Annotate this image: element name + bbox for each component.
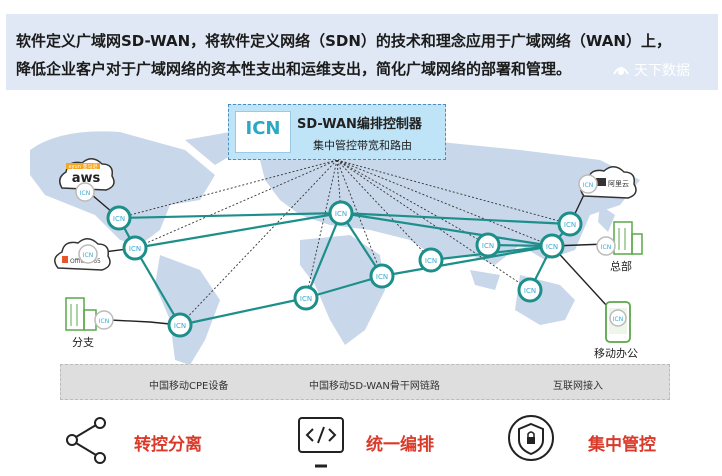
- svg-text:ICN: ICN: [83, 252, 93, 259]
- svg-text:ICN: ICN: [601, 244, 611, 251]
- svg-text:ICN: ICN: [129, 245, 141, 253]
- watermark-logo-icon: [613, 67, 629, 75]
- aws-badge: eyun 亚马逊: [69, 163, 98, 170]
- aws-cpe-node[interactable]: ICN: [75, 182, 95, 202]
- cpe-node[interactable]: ICN: [369, 263, 395, 289]
- cpe-node[interactable]: ICN: [328, 200, 354, 226]
- cpe-node[interactable]: ICN: [557, 211, 583, 237]
- svg-text:ICN: ICN: [99, 318, 109, 325]
- icn-logo-text: ICN: [245, 118, 281, 139]
- legend-backbone-label: 中国移动SD-WAN骨干网链路: [309, 381, 440, 392]
- legend-cpe-label: 中国移动CPE设备: [149, 381, 229, 392]
- mobile-label: 移动办公: [594, 347, 638, 360]
- svg-text:ICN: ICN: [113, 215, 125, 223]
- svg-text:ICN: ICN: [376, 273, 388, 281]
- mobile-cpe-node[interactable]: ICN: [609, 309, 627, 327]
- svg-text:ICN: ICN: [174, 322, 186, 330]
- office-cpe-node[interactable]: ICN: [78, 244, 98, 264]
- cpe-node[interactable]: ICN: [539, 233, 565, 259]
- header-banner: 软件定义广域网SD-WAN，将软件定义网络（SDN）的技术和理念应用于广域网络（…: [6, 14, 718, 90]
- hq-building-icon: [613, 221, 643, 255]
- svg-text:ICN: ICN: [613, 316, 623, 323]
- svg-text:ICN: ICN: [80, 190, 90, 197]
- header-line-2: 降低企业客户对于广域网络的资本性支出和运维支出，简化广域网络的部署和管理。: [16, 60, 572, 78]
- aws-label: aws: [72, 171, 101, 186]
- controller-subtitle: 集中管控带宽和路由: [313, 139, 412, 152]
- branch-label: 分支: [72, 336, 94, 349]
- branch-cpe-node[interactable]: ICN: [94, 310, 114, 330]
- svg-text:ICN: ICN: [482, 242, 494, 250]
- cpe-node[interactable]: ICN: [517, 277, 543, 303]
- svg-text:ICN: ICN: [546, 243, 558, 251]
- svg-text:ICN: ICN: [583, 182, 593, 189]
- code-screen-icon: [298, 417, 344, 468]
- icn-logo-icon: ICN: [235, 111, 291, 153]
- aliyun-cpe-node[interactable]: ICN: [578, 174, 598, 194]
- share-nodes-icon: [66, 417, 106, 464]
- svg-text:ICN: ICN: [425, 257, 437, 265]
- cpe-node[interactable]: ICN: [122, 235, 148, 261]
- feature-label-centralized: 集中管控: [588, 435, 656, 455]
- watermark-text: 天下数据: [634, 63, 690, 79]
- svg-text:ICN: ICN: [524, 287, 536, 295]
- cpe-node[interactable]: ICN: [418, 247, 444, 273]
- branch-building-icon: [65, 297, 97, 331]
- cpe-node[interactable]: ICN: [106, 205, 132, 231]
- hq-cpe-node[interactable]: ICN: [596, 236, 616, 256]
- feature-label-orchestration: 统一编排: [366, 435, 434, 455]
- cpe-nodes: ICN ICN ICN ICN ICN ICN ICN ICN ICN ICN …: [106, 200, 583, 338]
- feature-label-separation: 转控分离: [134, 435, 202, 455]
- cpe-node[interactable]: ICN: [475, 232, 501, 258]
- aliyun-label: 阿里云: [608, 179, 629, 188]
- controller-title: SD-WAN编排控制器: [297, 117, 422, 132]
- svg-text:ICN: ICN: [335, 210, 347, 218]
- svg-text:ICN: ICN: [564, 221, 576, 229]
- legend: 中国移动CPE设备 中国移动SD-WAN骨干网链路 互联网接入: [60, 364, 670, 400]
- sdwan-controller-box[interactable]: ICN SD-WAN编排控制器 集中管控带宽和路由: [228, 104, 446, 160]
- cpe-node[interactable]: ICN: [167, 312, 193, 338]
- cpe-node[interactable]: ICN: [293, 285, 319, 311]
- shield-lock-icon: [508, 415, 554, 461]
- header-line-1: 软件定义广域网SD-WAN，将软件定义网络（SDN）的技术和理念应用于广域网络（…: [16, 32, 671, 50]
- aws-cloud-icon: aws eyun 亚马逊: [59, 158, 115, 191]
- legend-internet-label: 互联网接入: [553, 381, 603, 392]
- svg-text:ICN: ICN: [300, 295, 312, 303]
- hq-label: 总部: [610, 260, 632, 273]
